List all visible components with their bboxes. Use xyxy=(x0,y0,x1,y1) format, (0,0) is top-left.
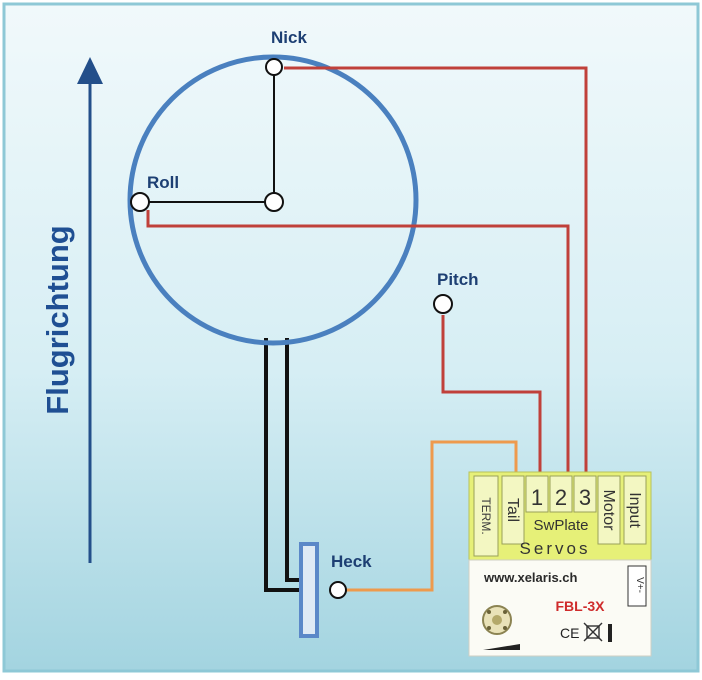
orange-wire xyxy=(346,440,518,592)
motor-label: Motor xyxy=(600,490,617,532)
pitch-point xyxy=(433,294,453,314)
nick-point xyxy=(265,58,283,76)
swashplate-lines xyxy=(143,68,275,203)
vplus-label: V+- xyxy=(634,577,645,593)
input-label: Input xyxy=(626,492,643,528)
ce-mark: CE xyxy=(560,625,579,641)
rotor-disc xyxy=(127,54,419,346)
model-label: FBL-3X xyxy=(556,598,606,614)
wedge-icon xyxy=(483,644,520,650)
channel-3-label: 3 xyxy=(579,485,591,510)
center-point xyxy=(264,192,284,212)
swplate-label: SwPlate xyxy=(533,517,588,534)
heck-point xyxy=(329,581,347,599)
channel-2-label: 2 xyxy=(555,485,567,510)
gear-icon xyxy=(482,605,512,635)
servos-label: Servos xyxy=(520,539,591,558)
channel-1-label: 1 xyxy=(531,485,543,510)
bar-mark xyxy=(608,624,612,642)
term-label: TERM. xyxy=(479,497,493,534)
nick-label: Nick xyxy=(271,28,307,47)
disposal-icon xyxy=(583,622,603,642)
pitch-label: Pitch xyxy=(437,270,479,289)
heck-label: Heck xyxy=(331,552,372,571)
flight-direction-arrow xyxy=(77,57,103,563)
website-label: www.xelaris.ch xyxy=(483,570,578,585)
tail-label: Tail xyxy=(504,498,521,522)
roll-label: Roll xyxy=(147,173,179,192)
flight-direction-label: Flugrichtung xyxy=(40,225,75,414)
red-wires xyxy=(146,66,588,472)
fbl-device: TERM. Tail Motor Input 1 2 3 SwPlate Ser… xyxy=(468,471,652,657)
tail-boom xyxy=(264,338,303,592)
tail-rotor-plate xyxy=(299,542,319,638)
power-connector xyxy=(627,565,647,607)
roll-point xyxy=(130,192,150,212)
